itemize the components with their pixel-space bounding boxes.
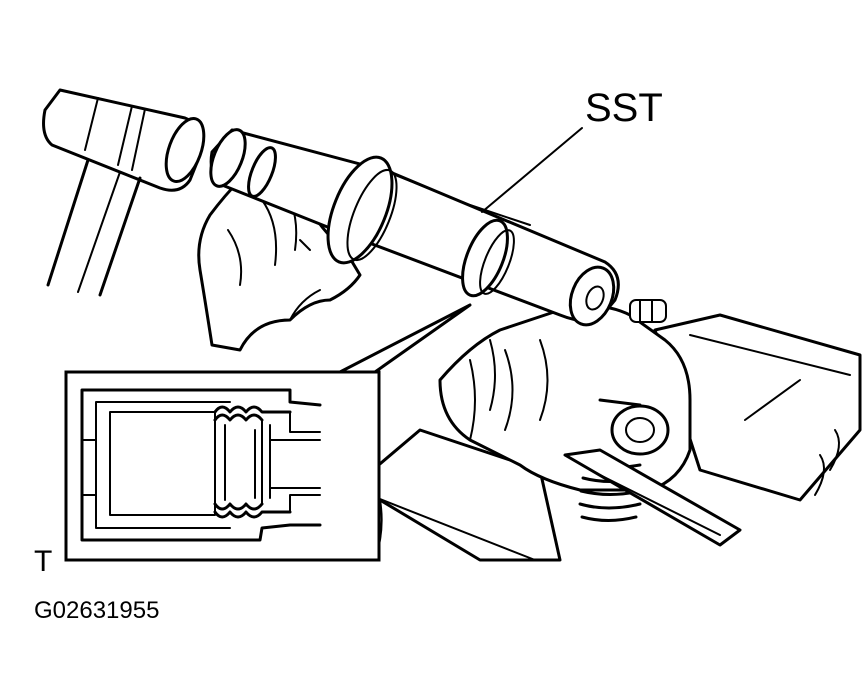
- inset-marker-label: T: [34, 545, 53, 578]
- brake-caliper: [438, 299, 742, 547]
- figure-code: G02631955: [34, 597, 160, 624]
- sst-tool: [209, 128, 620, 327]
- inset-pointer: [339, 303, 472, 374]
- sst-leader-line: [481, 127, 583, 213]
- handle-tool: [42, 88, 206, 297]
- vise-base: [353, 313, 862, 562]
- inset-detail: [64, 370, 381, 562]
- sst-label: SST: [585, 86, 663, 130]
